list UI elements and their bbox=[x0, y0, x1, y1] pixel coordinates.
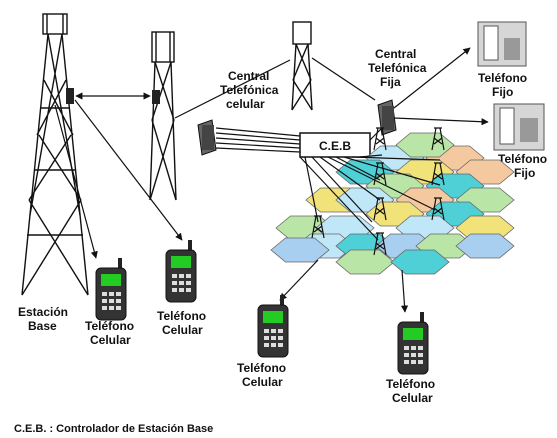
link-base-to-phone-2 bbox=[74, 99, 183, 241]
mobile-switching-center bbox=[197, 119, 217, 156]
fixed-phone-2 bbox=[493, 103, 545, 151]
ceb-to-cells-lines bbox=[299, 154, 441, 241]
cell-tower bbox=[311, 215, 325, 239]
hex-cell bbox=[270, 237, 330, 263]
link-top-to-fixed bbox=[311, 57, 376, 101]
link-to-fixed-phone-2 bbox=[393, 117, 489, 126]
base-station-tower bbox=[21, 13, 89, 296]
central-fija-label: Central Telefónica Fija bbox=[368, 47, 430, 89]
ceb-box: C.E.B bbox=[299, 132, 371, 158]
mobile-phone-3 bbox=[257, 295, 289, 358]
hex-cell bbox=[395, 132, 455, 158]
hex-cell bbox=[390, 249, 450, 275]
phone-4-label: Teléfono Celular bbox=[386, 377, 438, 405]
tower-link-top bbox=[174, 59, 291, 119]
mobile-phone-4 bbox=[397, 312, 429, 375]
link-cell-to-phone-3 bbox=[279, 259, 319, 301]
relay-tower bbox=[149, 31, 177, 201]
fixed-phone-1-label: Teléfono Fijo bbox=[478, 71, 530, 99]
ceb-label: C.E.B bbox=[319, 139, 351, 153]
cell-tower bbox=[373, 197, 387, 221]
cell-tower bbox=[373, 162, 387, 186]
cell-tower bbox=[373, 232, 387, 256]
cell-tower bbox=[373, 127, 387, 151]
cell-tower bbox=[431, 127, 445, 151]
phone-1-label: Teléfono Celular bbox=[85, 319, 137, 347]
mobile-phones bbox=[95, 240, 429, 375]
footnote: C.E.B. : Controlador de Estación Base bbox=[14, 423, 213, 435]
top-tower bbox=[291, 21, 313, 111]
mobile-phone-1 bbox=[95, 258, 127, 321]
estacion-base-label: Estación Base bbox=[18, 305, 71, 333]
cell-tower bbox=[431, 162, 445, 186]
phone-2-label: Teléfono Celular bbox=[157, 309, 209, 337]
cell-towers bbox=[311, 127, 445, 256]
link-to-fixed-phone-1 bbox=[393, 47, 471, 109]
fixed-switching-center bbox=[377, 99, 397, 136]
fixed-phone-1 bbox=[477, 21, 527, 67]
cell-tower bbox=[431, 197, 445, 221]
hex-cell bbox=[455, 233, 515, 259]
mobile-phone-2 bbox=[165, 240, 197, 303]
central-celular-label: Central Telefónica celular bbox=[220, 69, 282, 111]
phone-3-label: Teléfono Celular bbox=[237, 361, 289, 389]
fixed-phone-2-label: Teléfono Fijo bbox=[498, 152, 550, 180]
link-cell-to-phone-4 bbox=[400, 269, 409, 313]
link-base-to-phone-1 bbox=[54, 104, 98, 259]
trunk-lines bbox=[215, 127, 301, 153]
